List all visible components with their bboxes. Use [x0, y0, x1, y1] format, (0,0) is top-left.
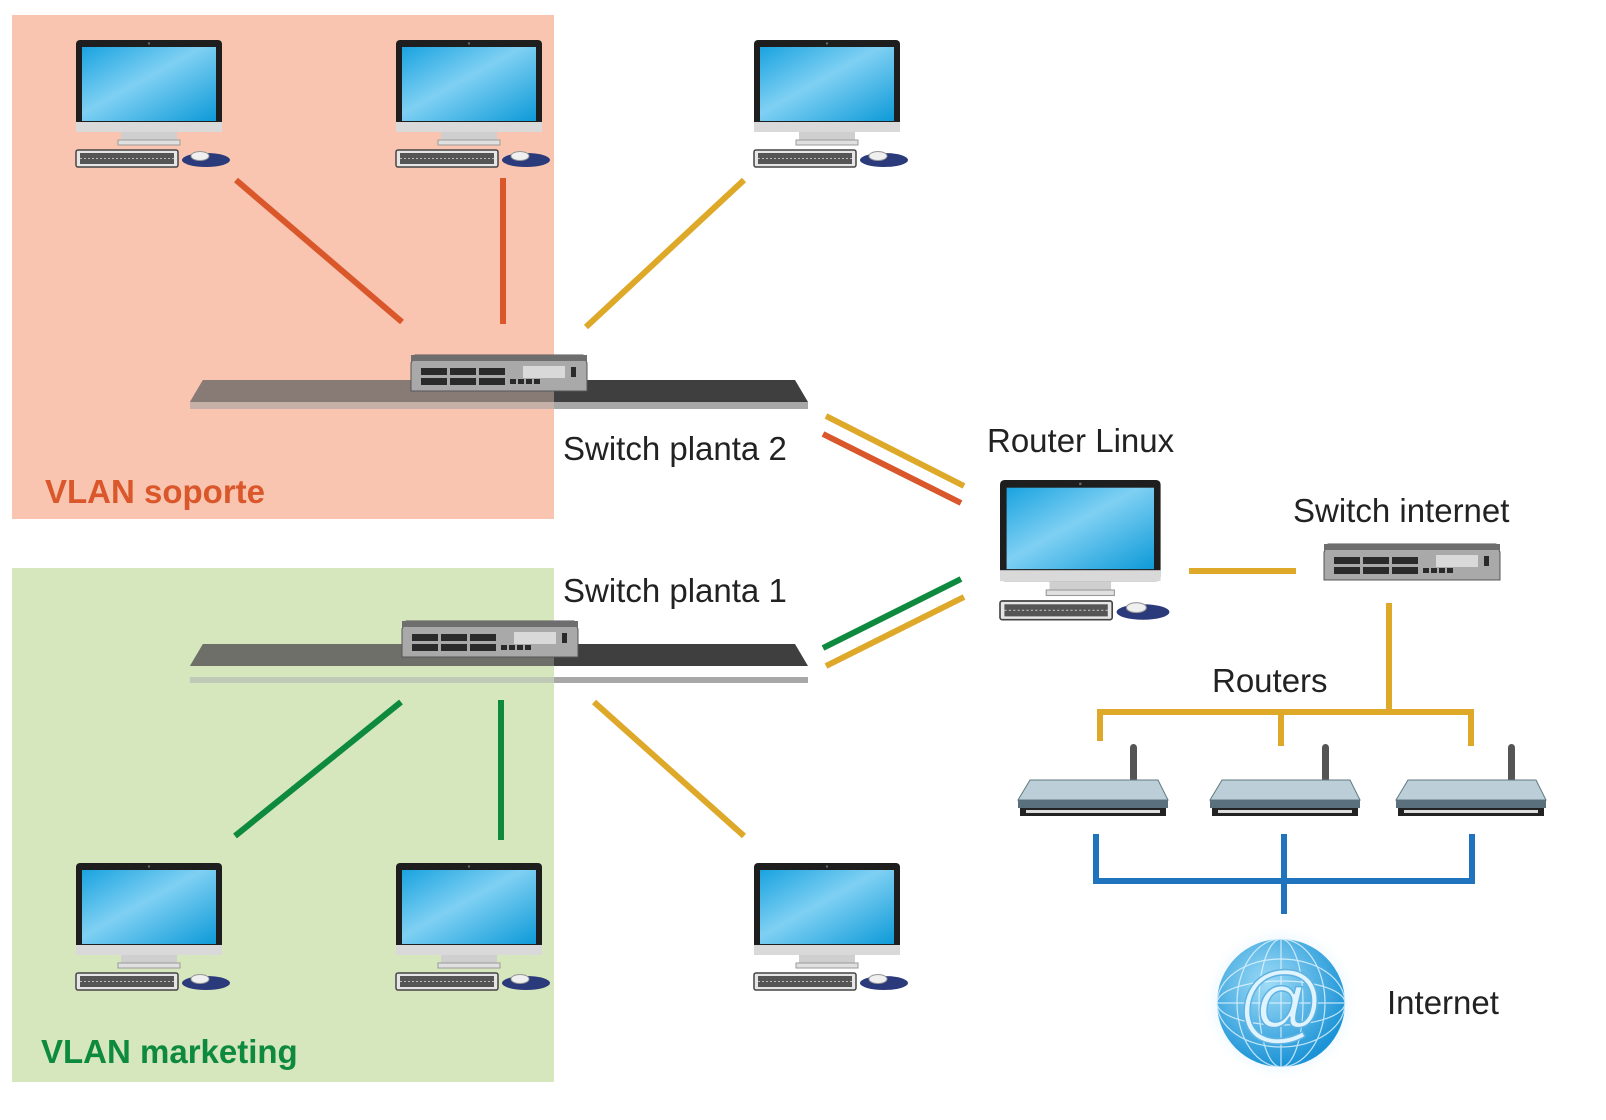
- router-3: [1395, 743, 1547, 817]
- switch-internet-device: [1323, 543, 1501, 581]
- internet-globe-icon: @: [1201, 923, 1361, 1083]
- switch-planta-1-label: Switch planta 1: [563, 572, 787, 609]
- router-linux-label: Router Linux: [987, 422, 1175, 459]
- computer-planta-2-3: [753, 39, 909, 168]
- switch-planta-1-device: [401, 620, 579, 658]
- trunk-sw2-yellow: [824, 413, 966, 489]
- vlan-soporte-label: VLAN soporte: [45, 473, 266, 510]
- link-routers-internet: [1093, 834, 1475, 914]
- switch-planta-2-label: Switch planta 2: [563, 430, 787, 467]
- link-soporte-pc1: [234, 177, 404, 325]
- link-trunk-pc6: [592, 699, 746, 839]
- trunk-sw2-orange: [821, 431, 963, 506]
- link-marketing-pc1: [233, 699, 403, 839]
- routers-label: Routers: [1212, 662, 1328, 699]
- link-switch-routers: [1097, 603, 1474, 746]
- switch-planta-2-device: [410, 354, 588, 392]
- svg-text:@: @: [1237, 955, 1324, 1051]
- vlan-marketing-label: VLAN marketing: [41, 1033, 298, 1070]
- switch-internet-label: Switch internet: [1293, 492, 1510, 529]
- internet-label: Internet: [1387, 984, 1499, 1021]
- trunk-sw1-yellow: [824, 594, 966, 669]
- trunk-sw1-green: [821, 576, 963, 651]
- router-linux-computer: [999, 479, 1171, 621]
- computer-planta-1-3: [753, 862, 909, 991]
- router-2: [1209, 743, 1361, 817]
- router-1: [1017, 743, 1169, 817]
- link-trunk-pc3: [583, 177, 747, 330]
